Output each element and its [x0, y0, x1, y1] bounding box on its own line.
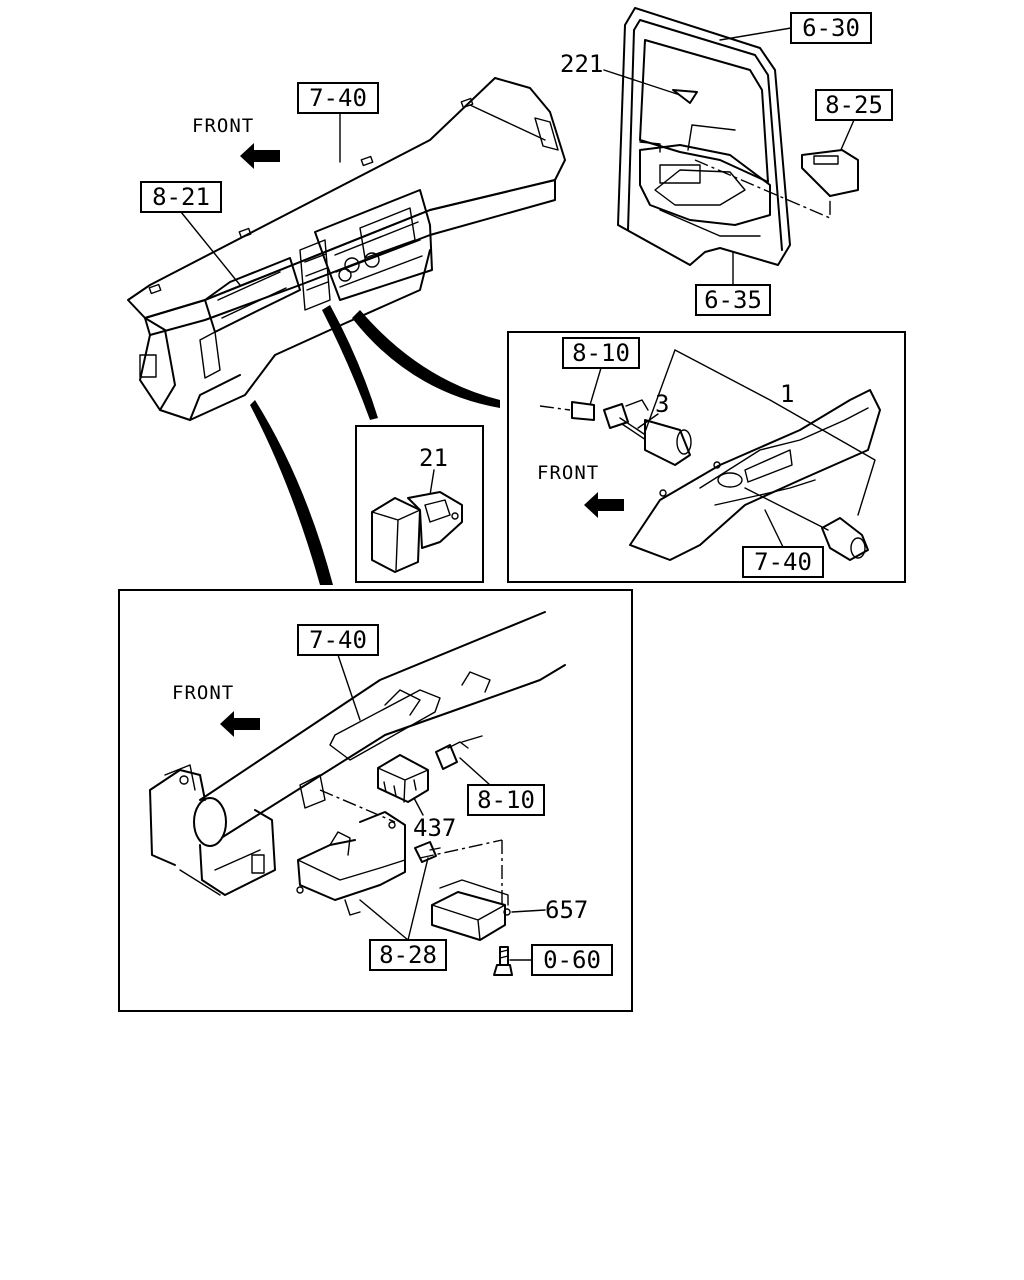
ref-8-10-right: 8-10 — [572, 339, 630, 367]
ref-box-8-10-bottom — [467, 784, 545, 816]
door-assembly — [617, 7, 791, 266]
lighter-socket — [644, 419, 691, 466]
control-module — [431, 891, 506, 941]
front-arrow-icon — [584, 492, 624, 518]
ref-8-21: 8-21 — [152, 183, 210, 211]
ref-6-30: 6-30 — [802, 14, 860, 42]
part-1: 1 — [780, 380, 794, 408]
ref-8-28: 8-28 — [379, 941, 437, 969]
callout-swoosh-right — [352, 310, 500, 408]
ref-box-0-60 — [531, 944, 613, 976]
crossmember-beam — [149, 611, 566, 896]
part-221: 221 — [560, 50, 603, 78]
ref-box-7-40-bottom — [297, 624, 379, 656]
ref-7-40-bottom: 7-40 — [309, 626, 367, 654]
ref-0-60: 0-60 — [543, 946, 601, 974]
ref-box-6-30 — [790, 12, 872, 44]
screw — [493, 964, 513, 976]
power-window-switch — [801, 149, 859, 197]
inset-cigar-lighter — [507, 331, 906, 583]
cigar-lighter-knob — [821, 517, 869, 561]
ref-7-40-right: 7-40 — [754, 548, 812, 576]
part-21: 21 — [419, 444, 448, 472]
front-arrow-icon — [240, 143, 280, 169]
inset-switch — [355, 425, 484, 583]
ref-8-10-bottom: 8-10 — [477, 786, 535, 814]
dashboard-assembly — [127, 77, 566, 421]
switch-body — [371, 497, 421, 573]
ref-7-40-top: 7-40 — [309, 84, 367, 112]
ref-box-8-21 — [140, 181, 222, 213]
ref-6-35: 6-35 — [704, 286, 762, 314]
callout-swoosh-center — [322, 305, 378, 420]
part-657: 657 — [545, 896, 588, 924]
callout-swoosh-bottom — [250, 400, 333, 585]
front-label-right: FRONT — [537, 462, 599, 484]
ref-box-8-28 — [369, 939, 447, 971]
part-437: 437 — [413, 814, 456, 842]
inset-crossmember — [118, 589, 633, 1012]
ref-box-8-25 — [815, 89, 893, 121]
ref-box-7-40-top — [297, 82, 379, 114]
front-arrow-icon — [220, 711, 260, 737]
front-label-top: FRONT — [192, 115, 254, 137]
front-label-bottom: FRONT — [172, 682, 234, 704]
ref-8-25: 8-25 — [825, 91, 883, 119]
part-3: 3 — [655, 390, 669, 418]
